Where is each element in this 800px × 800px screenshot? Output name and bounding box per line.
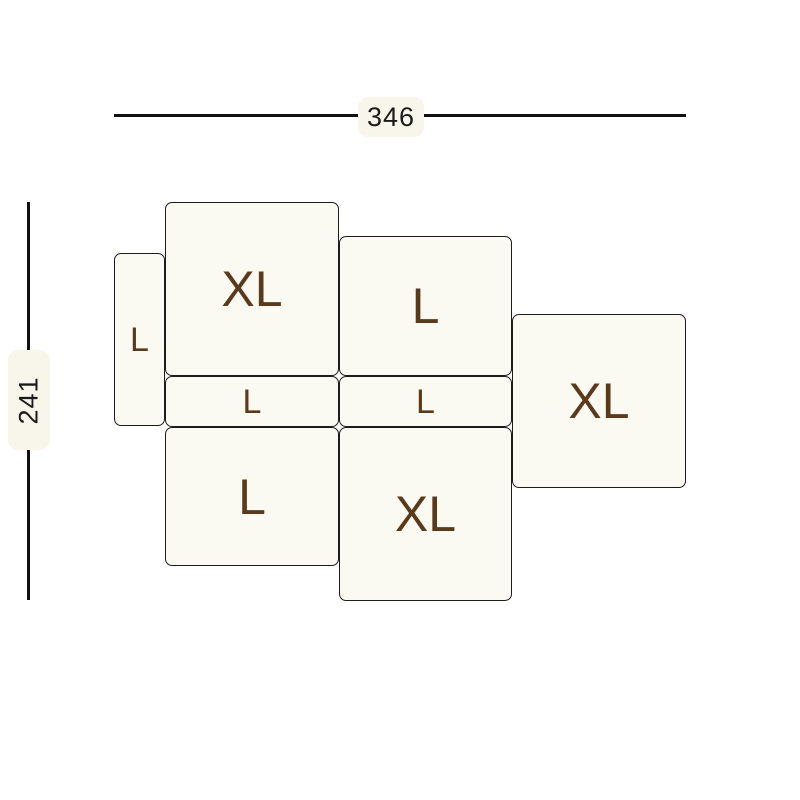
module-left-armrest: L xyxy=(114,253,165,426)
module-bottom-center: XL xyxy=(339,427,512,601)
module-middle-left-strip: L xyxy=(165,376,339,427)
height-dimension-text: 241 xyxy=(13,375,44,425)
width-dimension-label: 346 xyxy=(358,97,424,137)
module-right: XL xyxy=(512,314,686,488)
module-top-center: L xyxy=(339,236,512,376)
height-dimension-label: 241 xyxy=(8,350,50,450)
module-middle-center-strip: L xyxy=(339,376,512,427)
module-top-left: XL xyxy=(165,202,339,376)
module-bottom-left: L xyxy=(165,427,339,566)
